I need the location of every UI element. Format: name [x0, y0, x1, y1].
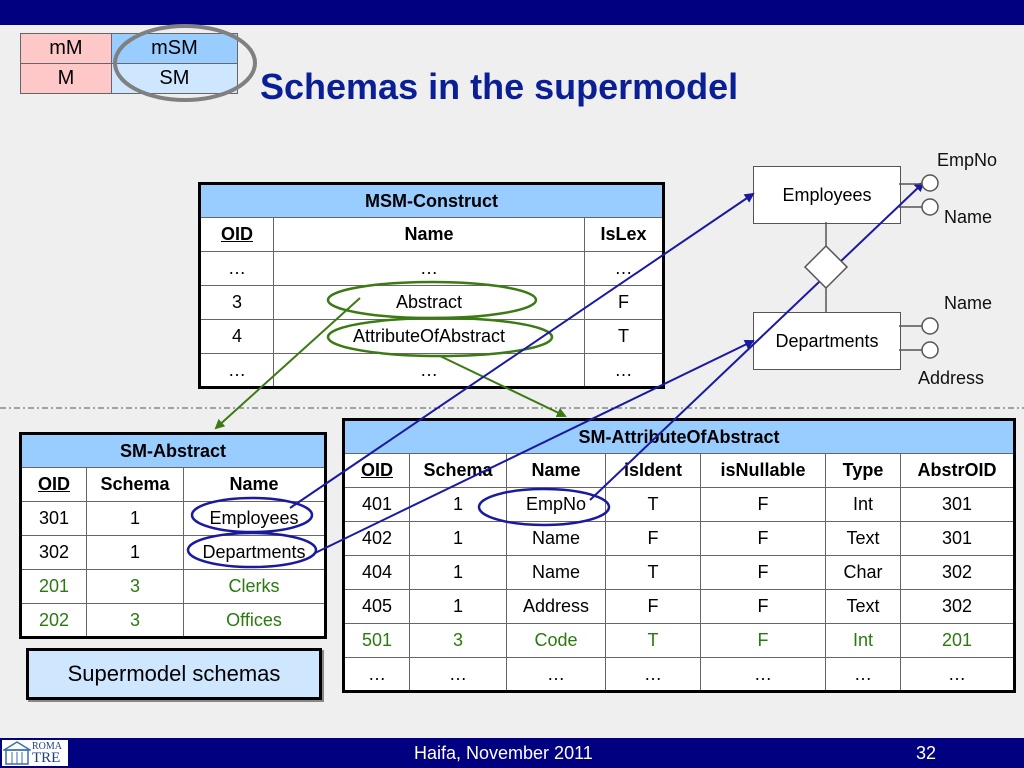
cell: 3: [409, 623, 507, 658]
cell: Name: [506, 555, 606, 590]
er-attr-dept-name: Name: [944, 293, 993, 313]
cell: 202: [20, 603, 87, 638]
er-attr-circle: [921, 198, 939, 216]
level-highlight-ellipse: [113, 24, 257, 102]
building-icon: [3, 741, 31, 765]
cell: 302: [20, 535, 87, 570]
cell: …: [273, 353, 585, 388]
col-name: Name: [273, 217, 585, 252]
table-row: 3 Abstract F: [199, 285, 664, 320]
page-number: 32: [916, 743, 937, 763]
cell: …: [343, 657, 410, 692]
cell: 1: [86, 535, 184, 570]
cell: …: [605, 657, 701, 692]
highlight-employees: [190, 496, 314, 534]
bottom-accent-bar: [0, 738, 1024, 768]
cell: 401: [343, 487, 410, 522]
cell: Text: [825, 589, 901, 624]
table-row: … … …: [199, 353, 664, 388]
cell: 3: [86, 603, 184, 638]
cell: …: [409, 657, 507, 692]
er-attr-identifier-circle: [921, 174, 939, 192]
slide-title: Schemas in the supermodel: [260, 66, 739, 107]
cell: F: [605, 589, 701, 624]
cell: …: [506, 657, 606, 692]
cell: EmpNo: [506, 487, 606, 522]
cell: T: [605, 555, 701, 590]
col-type: Type: [825, 453, 901, 488]
arrow-abstract-to-sm-abstract: [214, 297, 361, 430]
cell: 301: [900, 487, 1015, 522]
cell: Departments: [183, 535, 326, 570]
table-row: …………………: [343, 657, 1015, 692]
arrow-employees-to-entity: [289, 192, 755, 509]
col-isnullable: isNullable: [700, 453, 826, 488]
cell: 3: [86, 569, 184, 604]
logo-text-tre: TRE: [32, 750, 61, 766]
arrow-empno-to-attribute: [589, 181, 925, 501]
sm-attribute-table: SM-AttributeOfAbstract OID Schema Name i…: [342, 418, 1016, 693]
er-relationship-diamond: [803, 244, 849, 290]
er-attr-circle: [921, 341, 939, 359]
cell: Offices: [183, 603, 326, 638]
cell: …: [584, 353, 664, 388]
col-oid: OID: [343, 453, 410, 488]
cell: …: [900, 657, 1015, 692]
cell: 501: [343, 623, 410, 658]
highlight-attributeofabstract: [326, 316, 554, 358]
top-accent-bar: [0, 0, 1024, 25]
highlight-departments: [186, 531, 318, 569]
level-table: mM mSM M SM: [20, 33, 239, 94]
cell: Abstract: [273, 285, 585, 320]
cell: 1: [409, 589, 507, 624]
col-abstroid: AbstrOID: [900, 453, 1015, 488]
cell: Code: [506, 623, 606, 658]
cell: …: [199, 353, 274, 388]
cell: …: [199, 251, 274, 286]
cell: …: [273, 251, 585, 286]
er-attr-empno: EmpNo: [937, 150, 998, 170]
col-name: Name: [506, 453, 606, 488]
sm-abstract-table: SM-Abstract OID Schema Name 301 1 Employ…: [19, 432, 327, 639]
msm-construct-title: MSM-Construct: [199, 183, 664, 218]
highlight-empno: [477, 487, 611, 527]
table-row: … … …: [199, 251, 664, 286]
msm-construct-table: MSM-Construct OID Name IsLex … … … 3 Abs…: [198, 182, 665, 389]
cell: Int: [825, 623, 901, 658]
er-attr-address: Address: [918, 368, 985, 388]
cell: 405: [343, 589, 410, 624]
er-attr-emp-name: Name: [944, 207, 993, 227]
logo-text-roma: ROMA: [32, 741, 63, 752]
arrow-departments-to-entity: [314, 339, 755, 554]
cell: …: [700, 657, 826, 692]
supermodel-schemas-label: Supermodel schemas: [26, 648, 322, 700]
sm-attribute-title: SM-AttributeOfAbstract: [343, 419, 1015, 454]
cell: …: [584, 251, 664, 286]
cell: Name: [506, 521, 606, 556]
er-entity-employees: Employees: [753, 166, 901, 224]
er-attr-circle: [921, 317, 939, 335]
cell: F: [584, 285, 664, 320]
er-entity-departments: Departments: [753, 312, 901, 370]
roma-tre-logo: ROMA TRE: [2, 740, 68, 766]
table-row: 302 1 Departments: [20, 535, 326, 570]
col-name: Name: [183, 467, 326, 502]
cell: Char: [825, 555, 901, 590]
arrow-attr-to-sm-attribute: [439, 355, 567, 418]
cell: 301: [20, 501, 87, 536]
cell: F: [700, 589, 826, 624]
table-row: 202 3 Offices: [20, 603, 326, 638]
cell: 201: [20, 569, 87, 604]
footer-venue-date: Haifa, November 2011: [414, 743, 593, 763]
